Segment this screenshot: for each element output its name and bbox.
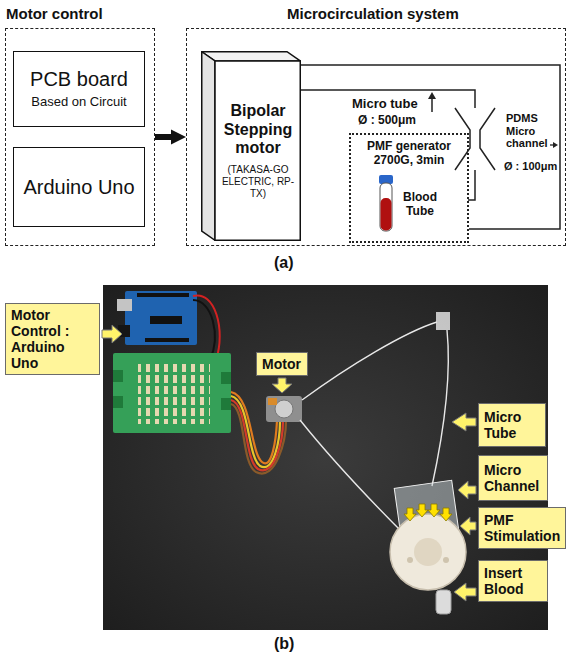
stimulation-arrow	[428, 504, 440, 517]
pin-header	[137, 293, 189, 297]
motor-plate	[268, 398, 277, 405]
blood-tube: Blood Tube	[371, 171, 441, 237]
node-label: Micro Tube	[484, 409, 540, 441]
callout-arrow	[458, 481, 476, 499]
screw	[407, 557, 413, 563]
tube-photo	[302, 322, 437, 400]
node-label: PCB board	[30, 67, 128, 91]
dimension: Ø : 500μm	[358, 113, 416, 127]
blood-insert	[436, 590, 451, 614]
tube-label: Micro tube	[352, 96, 418, 111]
tube-photo	[432, 330, 448, 486]
group-heading: Microcirculation system	[287, 5, 459, 22]
callout-box: Micro Tube	[478, 403, 546, 447]
callout-arrow	[452, 413, 476, 431]
node-label: Motor Control : Arduino Uno	[11, 307, 94, 371]
panel-label: (b)	[274, 636, 294, 652]
pmf-disc	[390, 514, 466, 590]
node-label: PMF Stimulation	[484, 512, 560, 544]
terminal-block	[221, 372, 231, 384]
screw	[443, 557, 449, 563]
motor-top-face	[202, 52, 301, 61]
terminal-block	[221, 398, 231, 410]
node-sublabel: (TAKASA-GO ELECTRIC, RP-TX)	[218, 164, 298, 200]
motor-shaft	[275, 400, 293, 418]
callout-arrow	[102, 325, 122, 343]
blood	[381, 198, 392, 231]
wire	[193, 300, 215, 360]
generator-box: PMF generator 2700G, 3minBlood Tube	[349, 133, 469, 243]
motor-side-face	[202, 52, 215, 241]
node-label: PMF generator 2700G, 3min	[351, 139, 467, 168]
callout-arrow	[454, 583, 476, 601]
terminal-block	[113, 370, 123, 382]
usb-port	[117, 299, 132, 311]
process-box: PCB boardBased on Circuit	[13, 51, 145, 127]
node-label: Blood Tube	[399, 190, 441, 219]
stimulation-arrow	[416, 504, 428, 517]
terminal-block	[113, 396, 123, 408]
callout-box: PMF Stimulation	[478, 507, 566, 549]
panel-label: (a)	[274, 254, 294, 272]
callout-arrow	[272, 378, 292, 393]
dimension: Ø : 100μm	[504, 160, 557, 172]
resistor-array	[138, 362, 210, 424]
chip	[150, 316, 182, 324]
node-label: Bipolar Stepping motor	[218, 102, 298, 157]
process-box: Arduino Uno	[13, 147, 145, 227]
pcb-photo	[113, 353, 231, 433]
node-label: Arduino Uno	[23, 175, 134, 199]
motor-box: Bipolar Stepping motor (TAKASA-GO ELECTRI…	[201, 51, 301, 241]
motor-photo	[266, 396, 302, 422]
arduino-board	[125, 291, 197, 345]
callout-arrow	[460, 517, 476, 535]
group-heading: Motor control	[6, 5, 103, 22]
micro-tube-line	[468, 170, 475, 200]
pointer-arrowhead	[553, 142, 558, 148]
channel-wall	[480, 108, 495, 170]
stimulation-arrow	[404, 508, 416, 521]
node-label: Insert Blood	[484, 565, 542, 597]
wire	[193, 295, 220, 360]
callout-box: Motor Control : Arduino Uno	[5, 303, 100, 375]
callout-box: Micro Channel	[478, 455, 548, 501]
motor-front-face	[215, 61, 300, 240]
pmf-disc-center	[414, 538, 442, 566]
node-label: Micro Channel	[484, 462, 542, 494]
blood-tube-icon	[375, 174, 397, 234]
pin-header	[145, 338, 189, 342]
flow-arrow	[155, 134, 171, 140]
group-box: Motor controlPCB boardBased on CircuitAr…	[5, 28, 155, 246]
pointer-arrow	[431, 98, 433, 112]
callout-box: Insert Blood	[478, 560, 548, 602]
pointer-arrowhead	[428, 92, 436, 99]
photo-background	[103, 285, 548, 630]
callout-box: Motor	[256, 352, 308, 376]
group-box: Microcirculation systemBipolar Stepping …	[186, 28, 566, 246]
channel-label: PDMS Micro channel	[506, 112, 550, 150]
tube-photo	[300, 420, 405, 535]
node-sublabel: Based on Circuit	[31, 94, 126, 111]
micro-tube-line	[301, 65, 560, 229]
stimulation-arrow	[440, 508, 452, 521]
tube-clip	[436, 312, 450, 330]
tube-body	[380, 183, 392, 231]
node-label: Motor	[262, 356, 301, 372]
